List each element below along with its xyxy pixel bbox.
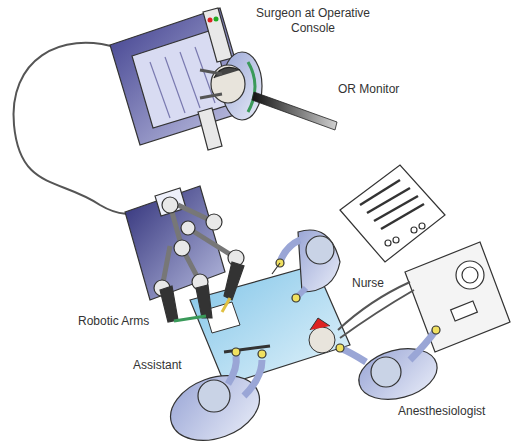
patient-head: [309, 318, 335, 353]
part-label: Robotic Arms: [78, 314, 149, 329]
robot-instruments: [160, 262, 244, 322]
part-label: Nurse: [352, 276, 384, 291]
part-label: Anesthesiologist: [398, 404, 485, 419]
operative-console: [110, 8, 250, 150]
patient-side-robot: [125, 186, 244, 300]
part-label: Surgeon at Operative Console: [254, 6, 372, 36]
anesthesiologist-figure: [336, 326, 443, 408]
anesthesia-machine: [338, 242, 510, 352]
part-label: OR Monitor: [338, 82, 399, 97]
or-monitor: [252, 92, 337, 130]
nurse-figure: [272, 230, 340, 302]
surgeon-figure: [200, 52, 262, 120]
instrument-tray: [340, 165, 445, 262]
part-label: Assistant: [133, 358, 182, 373]
